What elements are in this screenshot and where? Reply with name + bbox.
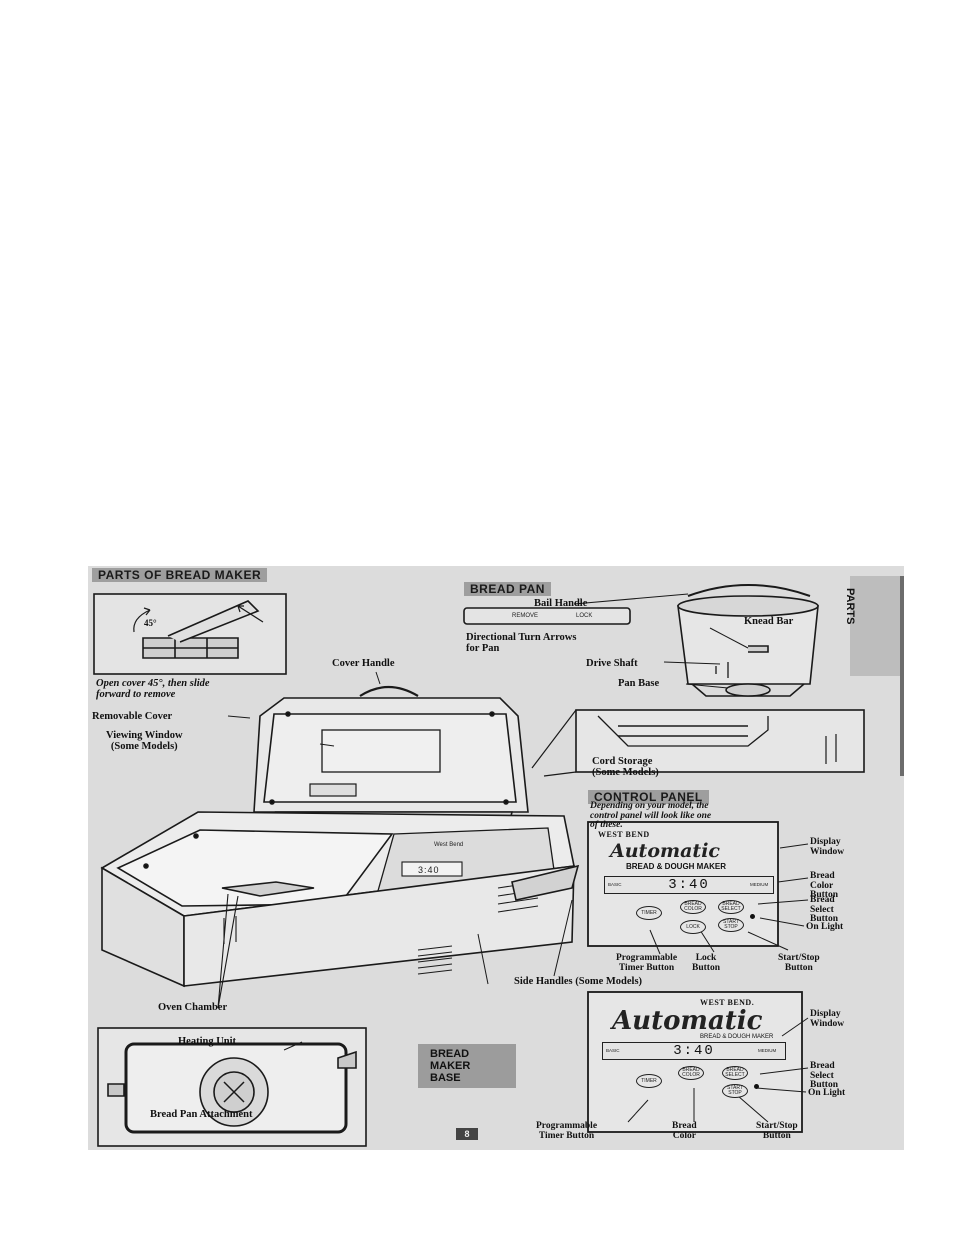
- panel2-display-window: 3:40: [602, 1042, 786, 1060]
- bread-pan-title: BREAD PAN: [464, 582, 551, 596]
- turn-arrows-label: Directional Turn Arrows for Pan: [466, 632, 577, 654]
- cord-storage-label: Cord Storage (Some Models): [592, 756, 659, 778]
- panel2-display-value: 3:40: [673, 1043, 715, 1059]
- knead-bar-label: Knead Bar: [744, 616, 794, 627]
- machine-display: 3:40: [418, 865, 440, 875]
- viewing-window-label: Viewing Window (Some Models): [106, 730, 183, 752]
- panel2-timer-button[interactable]: TIMER: [636, 1074, 662, 1088]
- angle-label: 45°: [144, 618, 157, 628]
- panel1-bread-color-button[interactable]: BREAD COLOR: [680, 900, 706, 914]
- panel2-bread-select-button[interactable]: BREAD SELECT: [722, 1066, 748, 1080]
- removable-cover-label: Removable Cover: [92, 711, 173, 722]
- bread-pan-attachment-label: Bread Pan Attachment: [150, 1109, 253, 1120]
- panel1-on-light-label: On Light: [806, 922, 844, 932]
- panel1-lock-button-label: Lock Button: [692, 953, 720, 973]
- control-panel-2-frame: [587, 991, 803, 1133]
- parts-of-bread-maker-title: PARTS OF BREAD MAKER: [92, 568, 268, 582]
- panel2-medium-indicator: MEDIUM: [758, 1048, 777, 1053]
- machine-brand: West Bend: [434, 842, 464, 848]
- cover-removal-note: Open cover 45°, then slide forward to re…: [96, 678, 210, 700]
- panel1-script-logo: Automatic: [610, 840, 720, 862]
- panel2-basic-indicator: BASIC: [606, 1048, 620, 1053]
- panel2-display-window-label: Display Window: [810, 1009, 845, 1029]
- heating-unit-label: Heating Unit: [178, 1036, 237, 1047]
- panel2-bread-color-button[interactable]: BREAD COLOR: [678, 1066, 704, 1080]
- parts-page-scan: PARTS OF BREAD MAKER BREAD PAN CONTROL P…: [88, 566, 904, 1150]
- panel1-start-stop-button[interactable]: START STOP: [718, 918, 744, 932]
- panel2-on-light-label: On Light: [808, 1088, 846, 1098]
- lock-marking: LOCK: [576, 613, 593, 619]
- panel1-on-light-indicator: [750, 914, 755, 919]
- cord-storage-inset: [575, 709, 865, 773]
- panel1-timer-button[interactable]: TIMER: [636, 906, 662, 920]
- panel1-display-window-label: Display Window: [810, 837, 845, 857]
- panel1-bread-select-label: Bread Select Button: [810, 895, 838, 924]
- panel1-basic-indicator: BASIC: [608, 882, 622, 887]
- panel1-start-stop-label: Start/Stop Button: [778, 953, 820, 973]
- turn-arrows-strip: [463, 607, 631, 625]
- panel2-start-stop-label: Start/Stop Button: [756, 1121, 798, 1141]
- panel1-display-value: 3:40: [668, 877, 710, 893]
- control-panel-note: Depending on your model, the control pan…: [590, 801, 712, 830]
- panel2-subtitle: BREAD & DOUGH MAKER: [700, 1034, 774, 1040]
- panel2-on-light-indicator: [754, 1084, 759, 1089]
- bail-handle-label: Bail Handle: [534, 598, 588, 609]
- panel1-display-window: 3:40: [604, 876, 774, 894]
- panel1-bread-color-label: Bread Color Button: [810, 871, 838, 900]
- panel2-bread-color-label: Bread Color: [672, 1121, 697, 1141]
- panel1-brand: WEST BEND: [598, 830, 650, 839]
- panel1-programmable-timer-label: Programmable Timer Button: [616, 953, 678, 973]
- panel1-medium-indicator: MEDIUM: [750, 882, 769, 887]
- panel2-programmable-timer-label: Programmable Timer Button: [536, 1121, 598, 1141]
- panel1-subtitle: BREAD & DOUGH MAKER: [626, 862, 726, 871]
- panel1-lock-button[interactable]: LOCK: [680, 920, 706, 934]
- panel1-bread-select-button[interactable]: BREAD SELECT: [718, 900, 744, 914]
- pan-base-label: Pan Base: [618, 678, 660, 689]
- panel2-start-stop-button[interactable]: START STOP: [722, 1084, 748, 1098]
- drive-shaft-label: Drive Shaft: [586, 658, 638, 669]
- side-handles-label: Side Handles (Some Models): [514, 976, 643, 987]
- parts-side-tab: PARTS: [844, 588, 856, 625]
- page-number: 8: [456, 1128, 478, 1140]
- bread-maker-base-label: BREAD MAKER BASE: [418, 1044, 516, 1088]
- oven-chamber-label: Oven Chamber: [158, 1002, 228, 1013]
- panel2-brand: WEST BEND.: [700, 998, 755, 1007]
- control-panel-title: CONTROL PANEL: [588, 790, 709, 804]
- panel2-bread-select-label: Bread Select Button: [810, 1061, 838, 1090]
- panel2-script-logo: Automatic: [612, 1006, 763, 1036]
- remove-marking: REMOVE: [512, 613, 539, 619]
- cover-handle-label: Cover Handle: [332, 658, 395, 669]
